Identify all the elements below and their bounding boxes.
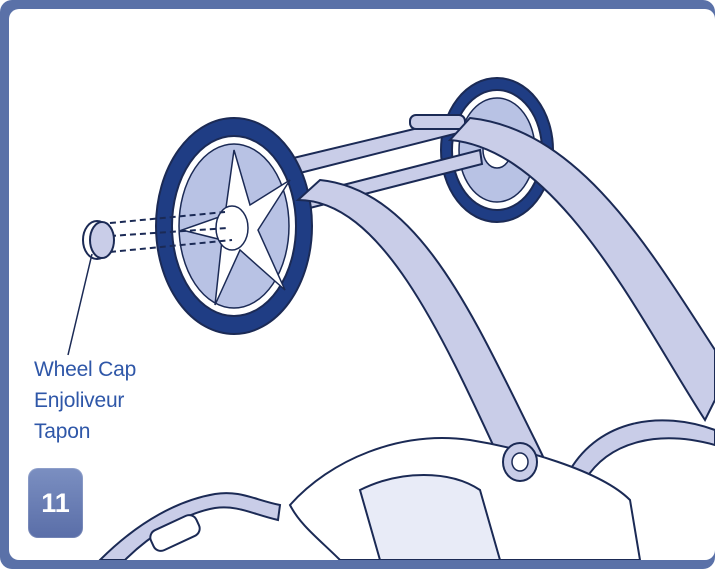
step-number-badge: 11 [28,468,83,538]
wheel-cap [83,221,114,259]
front-wheel-left [156,118,312,334]
callout-label-french: Enjoliveur [34,390,124,411]
stroller-illustration [9,9,715,560]
callout-label-spanish: Tapon [34,421,90,442]
callout-leader [68,254,92,355]
handlebar [100,493,280,560]
frame-joint [503,443,537,481]
illustration-panel: Wheel Cap Enjoliveur Tapon 11 [9,9,715,560]
callout-label-english: Wheel Cap [34,359,136,380]
